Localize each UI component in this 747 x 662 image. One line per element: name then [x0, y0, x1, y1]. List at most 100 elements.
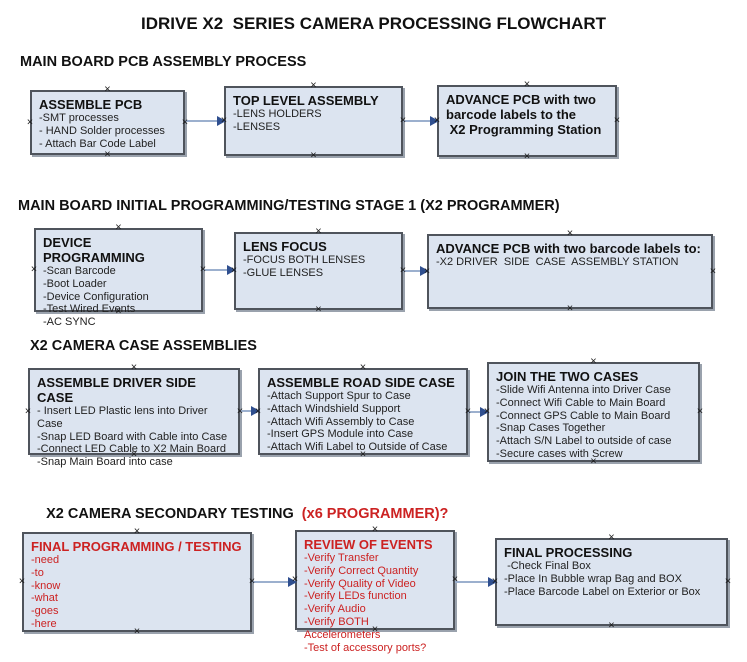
- node-assemble-pcb[interactable]: × × × × ASSEMBLE PCB -SMT processes - HA…: [26, 84, 189, 160]
- node-line: -X2 DRIVER SIDE CASE ASSEMBLY STATION: [436, 256, 679, 268]
- arrow-right-icon: [488, 577, 497, 587]
- node-line: -SMT processes: [39, 112, 119, 124]
- node-device-programming[interactable]: × × × × DEVICE PROGRAMMING -Scan Barcode…: [31, 222, 207, 328]
- node-title: ASSEMBLE DRIVER SIDE CASE: [37, 375, 200, 405]
- node-final-processing[interactable]: × × × × FINAL PROCESSING -Check Final Bo…: [491, 532, 731, 631]
- node-line: -Attach Wifi Assembly to Case: [267, 415, 415, 428]
- anchor-icon: ×: [523, 150, 531, 163]
- anchor-icon: ×: [236, 405, 244, 417]
- anchor-icon: ×: [464, 405, 472, 417]
- anchor-icon: ×: [199, 263, 207, 276]
- node-line: -FOCUS BOTH LENSES: [243, 254, 366, 266]
- section-heading-secondary-testing: X2 CAMERA SECONDARY TESTING (x6 PROGRAMM…: [30, 490, 448, 538]
- anchor-icon: ×: [566, 227, 574, 240]
- anchor-icon: ×: [608, 619, 615, 632]
- node-final-programming-testing[interactable]: × × × × FINAL PROGRAMMING / TESTING -nee…: [18, 526, 256, 637]
- anchor-icon: ×: [491, 575, 499, 588]
- anchor-icon: ×: [133, 525, 141, 538]
- node-title: FINAL PROCESSING: [504, 545, 633, 560]
- node-line: -here: [31, 617, 57, 630]
- node-advance-pcb-driver-side-station[interactable]: × × × × ADVANCE PCB with two barcode lab…: [424, 228, 717, 314]
- node-assemble-road-side-case[interactable]: × × × × ASSEMBLE ROAD SIDE CASE -Attach …: [255, 362, 472, 460]
- node-lens-focus[interactable]: × × × × LENS FOCUS -FOCUS BOTH LENSES -G…: [230, 226, 407, 315]
- anchor-icon: ×: [26, 116, 34, 128]
- connector-arrow[interactable]: [252, 577, 297, 587]
- anchor-icon: ×: [115, 221, 122, 234]
- node-line: -Check Final Box: [504, 560, 591, 572]
- anchor-icon: ×: [230, 264, 238, 277]
- anchor-icon: ×: [248, 575, 256, 588]
- node-line: -GLUE LENSES: [243, 266, 324, 279]
- anchor-icon: ×: [359, 361, 367, 374]
- node-title: LENS FOCUS: [243, 239, 327, 254]
- anchor-icon: ×: [590, 455, 597, 468]
- node-line: -need: [31, 554, 60, 566]
- node-line: -goes: [31, 605, 59, 618]
- anchor-icon: ×: [696, 405, 704, 418]
- page-title: IDRIVE X2 SERIES CAMERA PROCESSING FLOWC…: [140, 14, 607, 33]
- anchor-icon: ×: [399, 264, 407, 277]
- anchor-icon: ×: [590, 355, 597, 368]
- connector-arrow[interactable]: [468, 407, 489, 417]
- node-line: -Snap LED Board with Cable into Case: [37, 430, 228, 443]
- node-line: -Slide Wifi Antenna into Driver Case: [496, 384, 671, 396]
- node-title: ASSEMBLE PCB: [39, 97, 143, 112]
- node-line: -Place In Bubble wrap Bag and BOX: [504, 572, 682, 585]
- node-line: -Connect Wifi Cable to Main Board: [496, 396, 666, 409]
- connector-arrow[interactable]: [403, 266, 429, 276]
- section-heading-text: X2 CAMERA SECONDARY TESTING: [46, 506, 302, 522]
- node-line: -Snap Cases Together: [496, 422, 606, 435]
- node-line: -Attach Windshield Support: [267, 402, 401, 415]
- node-line: -LENSES: [233, 120, 281, 133]
- node-join-the-two-cases[interactable]: × × × × JOIN THE TWO CASES -Slide Wifi A…: [483, 356, 704, 467]
- anchor-icon: ×: [359, 448, 367, 461]
- arrow-right-icon: [251, 406, 260, 416]
- node-line: -what: [31, 592, 58, 605]
- node-line: -Scan Barcode: [43, 265, 116, 277]
- node-assemble-driver-side-case[interactable]: × × × × ASSEMBLE DRIVER SIDE CASE - Inse…: [24, 362, 244, 468]
- node-review-of-events[interactable]: × × × × REVIEW OF EVENTS -Verify Transfe…: [292, 524, 458, 654]
- anchor-icon: ×: [220, 114, 228, 127]
- anchor-icon: ×: [104, 83, 111, 96]
- arrow-right-icon: [430, 116, 439, 126]
- node-line: -Attach Wifi Label to Outside of Case: [267, 441, 448, 454]
- connector-arrow[interactable]: [240, 406, 260, 416]
- section-heading-case-assemblies: X2 CAMERA CASE ASSEMBLIES: [30, 338, 257, 354]
- anchor-icon: ×: [133, 625, 141, 638]
- node-line: -to: [31, 566, 44, 579]
- node-title: TOP LEVEL ASSEMBLY: [233, 93, 379, 108]
- node-top-level-assembly[interactable]: × × × × TOP LEVEL ASSEMBLY -LENS HOLDERS…: [220, 80, 406, 161]
- arrow-right-icon: [480, 407, 489, 417]
- anchor-icon: ×: [24, 405, 32, 417]
- anchor-icon: ×: [130, 448, 138, 461]
- arrow-right-icon: [227, 265, 236, 275]
- connector-arrow[interactable]: [455, 577, 497, 587]
- node-title: FINAL PROGRAMMING / TESTING: [31, 539, 242, 554]
- node-line: -Test of accessory ports?: [304, 641, 427, 654]
- anchor-icon: ×: [566, 302, 574, 315]
- node-line: -LENS HOLDERS: [233, 108, 322, 120]
- anchor-icon: ×: [709, 265, 717, 277]
- node-title: ASSEMBLE ROAD SIDE CASE: [267, 375, 455, 390]
- node-line: -Attach Support Spur to Case: [267, 390, 411, 402]
- anchor-icon: ×: [104, 148, 111, 161]
- node-line: -Test Wired Events: [43, 303, 136, 316]
- node-title: JOIN THE TWO CASES: [496, 369, 639, 384]
- anchor-icon: ×: [181, 116, 189, 128]
- node-line: -Verify LEDs function: [304, 590, 407, 603]
- connector-arrow[interactable]: [403, 116, 439, 126]
- anchor-icon: ×: [483, 405, 491, 418]
- node-advance-pcb-programming-station[interactable]: × × × × ADVANCE PCB with two barcode lab…: [434, 79, 620, 162]
- anchor-icon: ×: [371, 623, 379, 636]
- anchor-icon: ×: [523, 78, 531, 91]
- section-heading-initial-programming: MAIN BOARD INITIAL PROGRAMMING/TESTING S…: [18, 198, 560, 214]
- anchor-icon: ×: [18, 575, 26, 588]
- node-line: -Verify Transfer: [304, 552, 379, 564]
- anchor-icon: ×: [310, 149, 317, 162]
- node-line: -Insert GPS Module into Case: [267, 428, 414, 441]
- anchor-icon: ×: [371, 523, 379, 536]
- connector-arrow[interactable]: [185, 116, 226, 126]
- node-title: REVIEW OF EVENTS: [304, 537, 433, 552]
- node-line: -Verify Audio: [304, 603, 366, 616]
- connector-arrow[interactable]: [203, 265, 236, 275]
